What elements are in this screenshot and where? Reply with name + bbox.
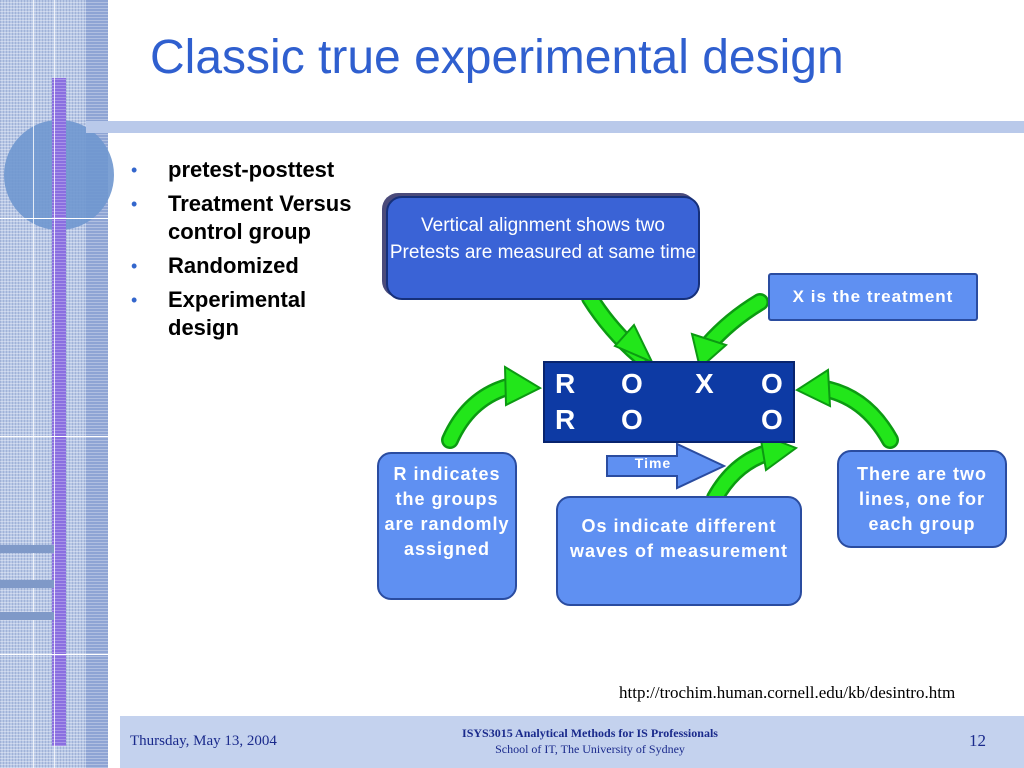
- footer-date: Thursday, May 13, 2004: [130, 733, 277, 749]
- page-number: 12: [969, 731, 986, 750]
- notation-r: R: [555, 404, 576, 435]
- notation-r: R: [555, 368, 576, 399]
- callout-vertical-alignment: Vertical alignment shows two Pretests ar…: [386, 196, 700, 300]
- bullet-list: pretest-posttest Treatment Versus contro…: [128, 156, 368, 348]
- box-treatment: X is the treatment: [768, 273, 978, 321]
- bullet-item: Experimental design: [128, 286, 368, 342]
- strip-bar: [0, 612, 54, 620]
- notation-table: R O X O R O O: [543, 361, 795, 443]
- time-arrow: [606, 442, 727, 490]
- box-two-lines: There are two lines, one for each group: [837, 450, 1007, 548]
- footer-school: School of IT, The University of Sydney: [495, 742, 685, 756]
- title-rule: [86, 121, 1024, 133]
- bullet-item: Randomized: [128, 252, 368, 280]
- notation-o: O: [761, 368, 783, 399]
- notation-x: X: [695, 368, 714, 399]
- strip-vline: [54, 0, 55, 768]
- notation-o: O: [621, 368, 643, 399]
- time-label: Time: [634, 455, 672, 471]
- box-random-assignment: R indicates the groups are randomly assi…: [377, 452, 517, 600]
- footer-course: ISYS3015 Analytical Methods for IS Profe…: [462, 726, 718, 740]
- strip-bar: [0, 545, 54, 553]
- box-measurement: Os indicate different waves of measureme…: [556, 496, 802, 606]
- strip-bar: [0, 580, 54, 588]
- source-url: http://trochim.human.cornell.edu/kb/desi…: [619, 683, 956, 702]
- bullet-item: pretest-posttest: [128, 156, 368, 184]
- slide-footer: Thursday, May 13, 2004 ISYS3015 Analytic…: [120, 716, 1024, 768]
- notation-o: O: [621, 404, 643, 435]
- notation-o: O: [761, 404, 783, 435]
- footer-course-info: ISYS3015 Analytical Methods for IS Profe…: [350, 725, 830, 757]
- strip-purple-bar: [52, 78, 66, 746]
- bullet-item: Treatment Versus control group: [128, 190, 368, 246]
- strip-vline: [33, 0, 34, 768]
- slide-title: Classic true experimental design: [150, 31, 844, 84]
